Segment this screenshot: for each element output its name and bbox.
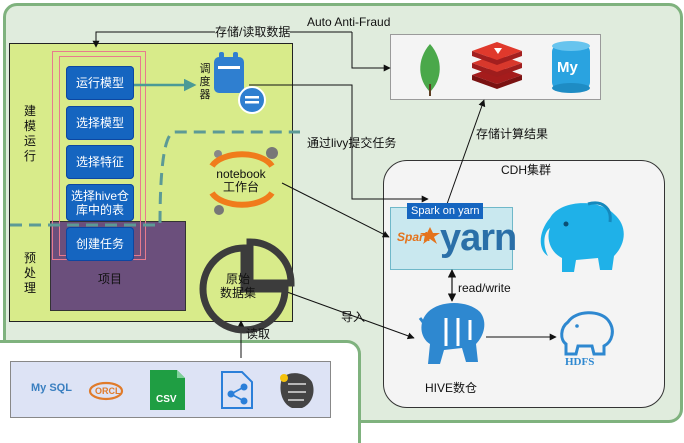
oracle-icon (88, 381, 124, 401)
hive-label: HIVE数仓 (425, 381, 478, 395)
hive-source-icon (280, 373, 314, 408)
step-run-model[interactable]: 运行模型 (66, 66, 134, 100)
auto-fraud-label: Auto Anti-Fraud (307, 15, 391, 29)
results-connector (446, 99, 486, 205)
csv-file-icon (150, 370, 185, 410)
phase-label-modeling: 建模 运行 (23, 104, 36, 163)
auto-fraud-connector (351, 32, 391, 72)
project-label: 项目 (98, 272, 123, 286)
dataset-share-icon (221, 371, 253, 409)
step-select-features[interactable]: 选择特征 (66, 145, 134, 179)
scheduler-label: 调度器 (199, 63, 211, 101)
cdh-cluster-box (383, 160, 665, 408)
import-arrow (286, 291, 415, 340)
mysql-db-badge: My (557, 59, 578, 76)
step-create-task[interactable]: 创建任务 (66, 227, 134, 261)
livy-connector (249, 84, 429, 203)
scheduler-icon (214, 52, 266, 114)
mysql-source-logo[interactable]: My SQL (31, 382, 72, 394)
import-label: 导入 (341, 310, 366, 324)
phase-label-preprocess: 预处 理 (23, 251, 36, 295)
store-results-label: 存储计算结果 (476, 127, 549, 141)
hdfs-icon (560, 311, 614, 356)
mongodb-icon (420, 44, 440, 96)
spark-logo-icon (420, 227, 440, 244)
step-select-model[interactable]: 选择模型 (66, 106, 134, 140)
cdh-title: CDH集群 (501, 163, 551, 177)
diagram-connectors (10, 31, 624, 410)
hive-icon (418, 303, 485, 364)
hadoop-elephant-icon (540, 201, 624, 272)
step-select-hive-table[interactable]: 选择hive仓库中的表 (66, 184, 134, 221)
hdfs-text: HDFS (565, 356, 595, 368)
store-read-label: 存储/读取数据 (215, 25, 291, 39)
spark-logo-text: Spark (397, 230, 431, 244)
spark-on-yarn-tag: Spark on yarn (407, 203, 484, 219)
csv-source-label[interactable]: CSV (156, 394, 177, 405)
yarn-logo-text: yarn (440, 217, 517, 259)
mysql-db-icon (552, 41, 590, 93)
phase-divider (10, 130, 300, 227)
notebook-icon (209, 147, 278, 215)
raw-data-label: 原始数据集 (219, 272, 256, 300)
redis-icon (472, 42, 522, 89)
raw-data-icon (199, 238, 295, 334)
livy-label: 通过livy提交任务 (307, 136, 397, 150)
read-label: 读取 (246, 327, 271, 341)
oracle-source-logo[interactable]: ORCL (95, 386, 121, 396)
notebook-to-yarn-arrow (281, 182, 390, 238)
read-write-label: read/write (458, 281, 511, 295)
